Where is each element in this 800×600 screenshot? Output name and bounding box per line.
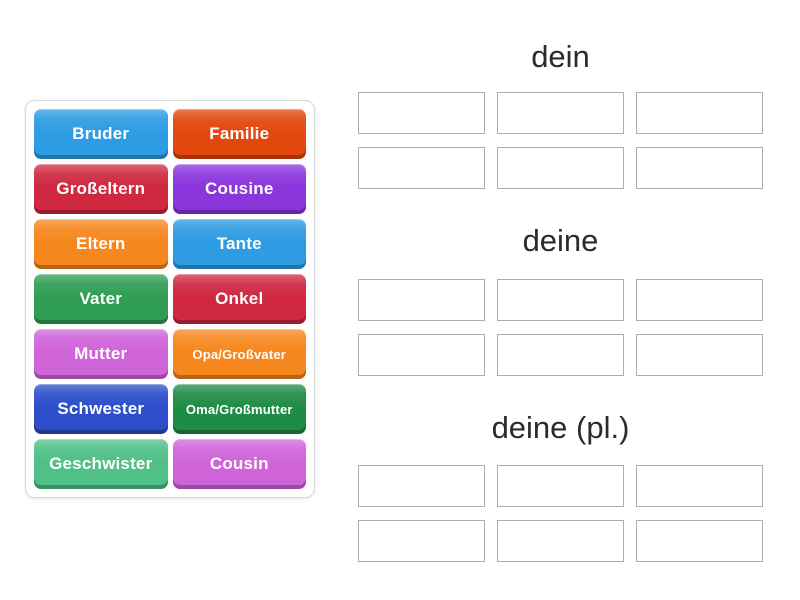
word-tile-mutter[interactable]: Mutter <box>34 329 168 379</box>
word-bank-panel: Bruder Familie Großeltern Cousine Eltern… <box>25 100 315 498</box>
drop-slot[interactable] <box>497 465 624 507</box>
word-tile-cousine[interactable]: Cousine <box>172 164 306 214</box>
drop-slot[interactable] <box>497 279 624 321</box>
word-tile-eltern[interactable]: Eltern <box>34 219 168 269</box>
group-slots-deine <box>358 279 763 376</box>
drop-slot[interactable] <box>636 92 763 134</box>
word-tile-vater[interactable]: Vater <box>34 274 168 324</box>
word-tile-cousin[interactable]: Cousin <box>172 439 306 489</box>
word-tile-onkel[interactable]: Onkel <box>172 274 306 324</box>
drop-slot[interactable] <box>636 465 763 507</box>
word-tile-geschwister[interactable]: Geschwister <box>34 439 168 489</box>
word-tile-schwester[interactable]: Schwester <box>34 384 168 434</box>
group-title-deine: deine <box>522 223 599 258</box>
drop-slot[interactable] <box>358 520 485 562</box>
word-tile-opa-grossvater[interactable]: Opa/Großvater <box>172 329 306 379</box>
group-slots-dein <box>358 92 763 189</box>
drop-slot[interactable] <box>636 279 763 321</box>
group-title-dein: dein <box>531 39 590 74</box>
drop-slot[interactable] <box>636 147 763 189</box>
group-slots-deine-pl <box>358 465 763 562</box>
drop-slot[interactable] <box>358 279 485 321</box>
drop-slot[interactable] <box>497 520 624 562</box>
word-tile-grosseltern[interactable]: Großeltern <box>34 164 168 214</box>
drop-slot[interactable] <box>358 92 485 134</box>
drop-slot[interactable] <box>636 520 763 562</box>
group-title-deine-pl: deine (pl.) <box>491 410 630 445</box>
drop-slot[interactable] <box>358 334 485 376</box>
drop-slot[interactable] <box>358 147 485 189</box>
drop-slot[interactable] <box>497 147 624 189</box>
word-tile-familie[interactable]: Familie <box>172 109 306 159</box>
drop-slot[interactable] <box>497 92 624 134</box>
drop-slot[interactable] <box>497 334 624 376</box>
word-tile-tante[interactable]: Tante <box>172 219 306 269</box>
word-tile-bruder[interactable]: Bruder <box>34 109 168 159</box>
drop-slot[interactable] <box>358 465 485 507</box>
drop-slot[interactable] <box>636 334 763 376</box>
word-tile-oma-grossmutter[interactable]: Oma/Großmutter <box>172 384 306 434</box>
